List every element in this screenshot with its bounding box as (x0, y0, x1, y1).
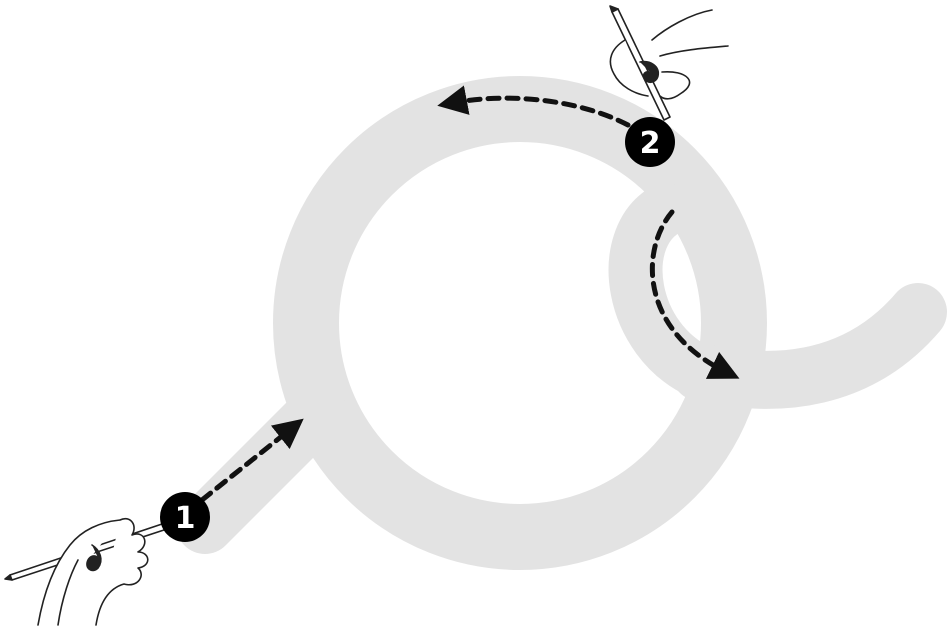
step-number-2: 2 (640, 126, 661, 161)
step-badge-1: 1 (160, 492, 210, 542)
letter-guide-stroke (205, 109, 918, 537)
step-badge-2: 2 (625, 117, 675, 167)
guide-entry-stroke (205, 412, 318, 525)
hand-holding-pencil-icon (5, 519, 170, 625)
step-number-1: 1 (175, 501, 196, 536)
